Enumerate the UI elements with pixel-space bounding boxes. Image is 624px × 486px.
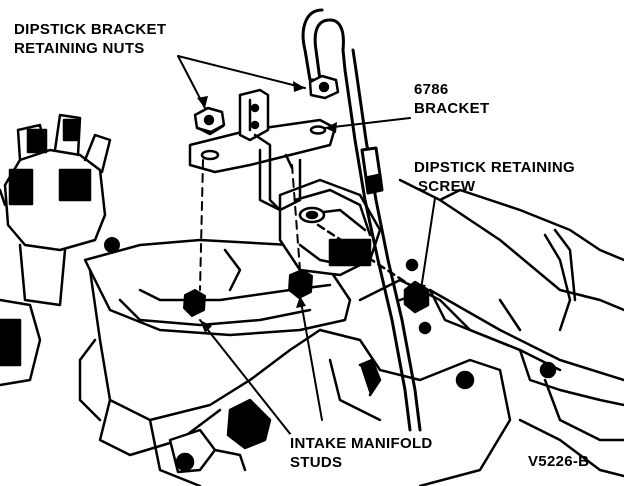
dipstick-screw-label: DIPSTICK RETAINING SCREW	[414, 158, 575, 196]
label-line: STUDS	[290, 454, 343, 471]
dipstick-bracket	[188, 88, 337, 212]
label-line: DIPSTICK RETAINING	[414, 159, 575, 176]
fittings	[168, 358, 382, 474]
intake-manifold	[78, 238, 562, 486]
label-line: SCREW	[418, 178, 476, 195]
bracket-label: 6786 BRACKET	[414, 80, 489, 118]
distributor-cap	[0, 113, 112, 387]
label-line: BRACKET	[414, 100, 490, 117]
label-line: 6786	[414, 81, 449, 98]
valve-cover	[398, 178, 624, 478]
label-line: INTAKE MANIFOLD	[290, 435, 433, 452]
label-line: DIPSTICK BRACKET	[14, 21, 167, 38]
manifold-studs-label: INTAKE MANIFOLD STUDS	[290, 434, 433, 472]
figure-code: V5226-B	[528, 453, 590, 470]
label-line: RETAINING NUTS	[14, 40, 145, 57]
retaining-nuts	[193, 74, 340, 136]
dipstick-bracket-nuts-label: DIPSTICK BRACKET RETAINING NUTS	[14, 20, 166, 58]
dipstick-tube	[301, 8, 422, 432]
arrowheads	[197, 81, 426, 333]
manifold-studs	[104, 159, 313, 317]
